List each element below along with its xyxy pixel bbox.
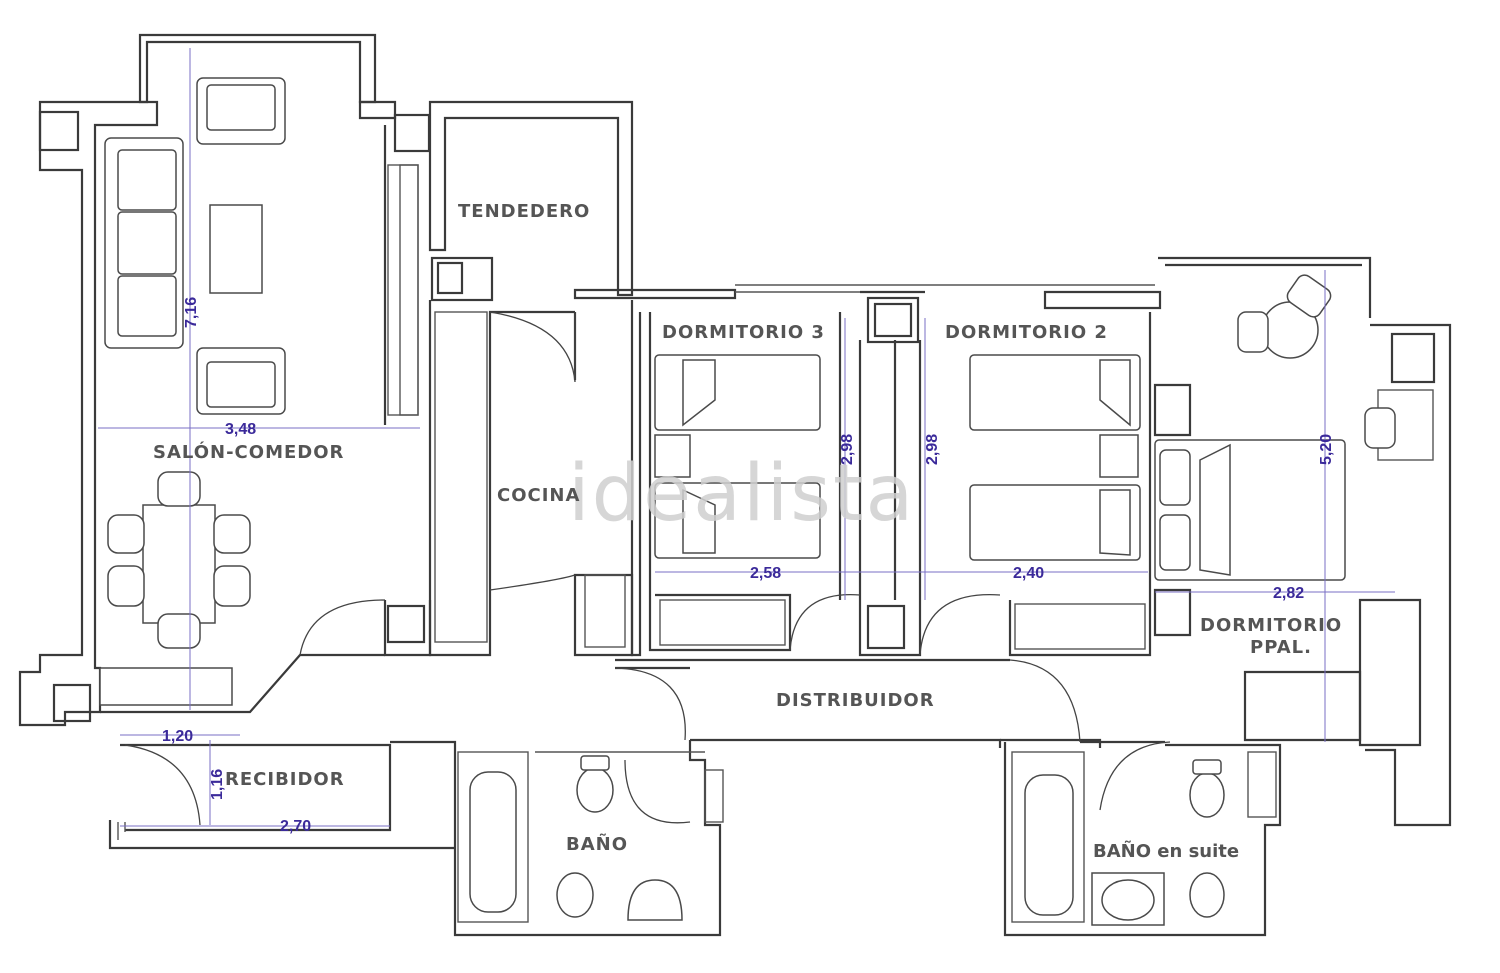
room-labels: TENDEDERO DORMITORIO 3 DORMITORIO 2 SALÓ… — [153, 201, 1342, 862]
label-dormitorio-2: DORMITORIO 2 — [945, 322, 1108, 343]
sofa — [104, 137, 184, 349]
dim-recibidor-length: 2,70 — [280, 818, 311, 835]
label-salon-comedor: SALÓN-COMEDOR — [153, 441, 344, 463]
dim-recibidor-depth: 1,16 — [209, 769, 226, 800]
dim-ppal-width: 2,82 — [1273, 585, 1304, 602]
dorm3-beds — [654, 354, 821, 559]
doors — [124, 311, 1171, 826]
label-dormitorio-3: DORMITORIO 3 — [662, 322, 825, 343]
label-bano-suite: BAÑO en suite — [1093, 839, 1239, 862]
dim-salon-length: 7,16 — [183, 297, 200, 328]
dim-dorm3-width: 2,58 — [750, 565, 781, 582]
dorm2-beds — [969, 354, 1141, 561]
dim-salon-width: 3,48 — [225, 421, 256, 438]
walls — [18, 33, 1452, 937]
watermark: idealista — [568, 449, 915, 539]
furniture — [99, 77, 1396, 926]
dim-dorm2-length: 2,98 — [924, 434, 941, 465]
dim-ppal-length: 5,20 — [1318, 434, 1335, 465]
armchair-top — [196, 77, 286, 145]
dim-dorm3-length: 2,98 — [839, 434, 856, 465]
salon-cabinet — [99, 667, 233, 706]
master-table — [1237, 274, 1396, 449]
bano-fixtures — [469, 755, 683, 921]
coffee-table — [209, 204, 263, 294]
armchair-bottom — [196, 347, 286, 415]
label-recibidor: RECIBIDOR — [225, 769, 345, 790]
dimension-lines — [98, 48, 1395, 827]
dining-set — [107, 471, 251, 649]
dim-dorm2-width: 2,40 — [1013, 565, 1044, 582]
label-distribuidor: DISTRIBUIDOR — [776, 690, 935, 711]
label-tendedero: TENDEDERO — [458, 201, 590, 222]
label-bano: BAÑO — [566, 832, 628, 855]
dim-recibidor-width: 1,20 — [162, 728, 193, 745]
bano-suite-fixtures — [1024, 759, 1225, 926]
label-dormitorio-ppal-1: DORMITORIO — [1200, 615, 1342, 636]
label-cocina: COCINA — [497, 485, 580, 506]
label-dormitorio-ppal-2: PPAL. — [1250, 637, 1312, 658]
master-bed — [1154, 439, 1346, 581]
dimension-labels: 7,16 3,48 2,98 2,58 2,98 2,40 5,20 2,82 … — [162, 297, 1335, 835]
